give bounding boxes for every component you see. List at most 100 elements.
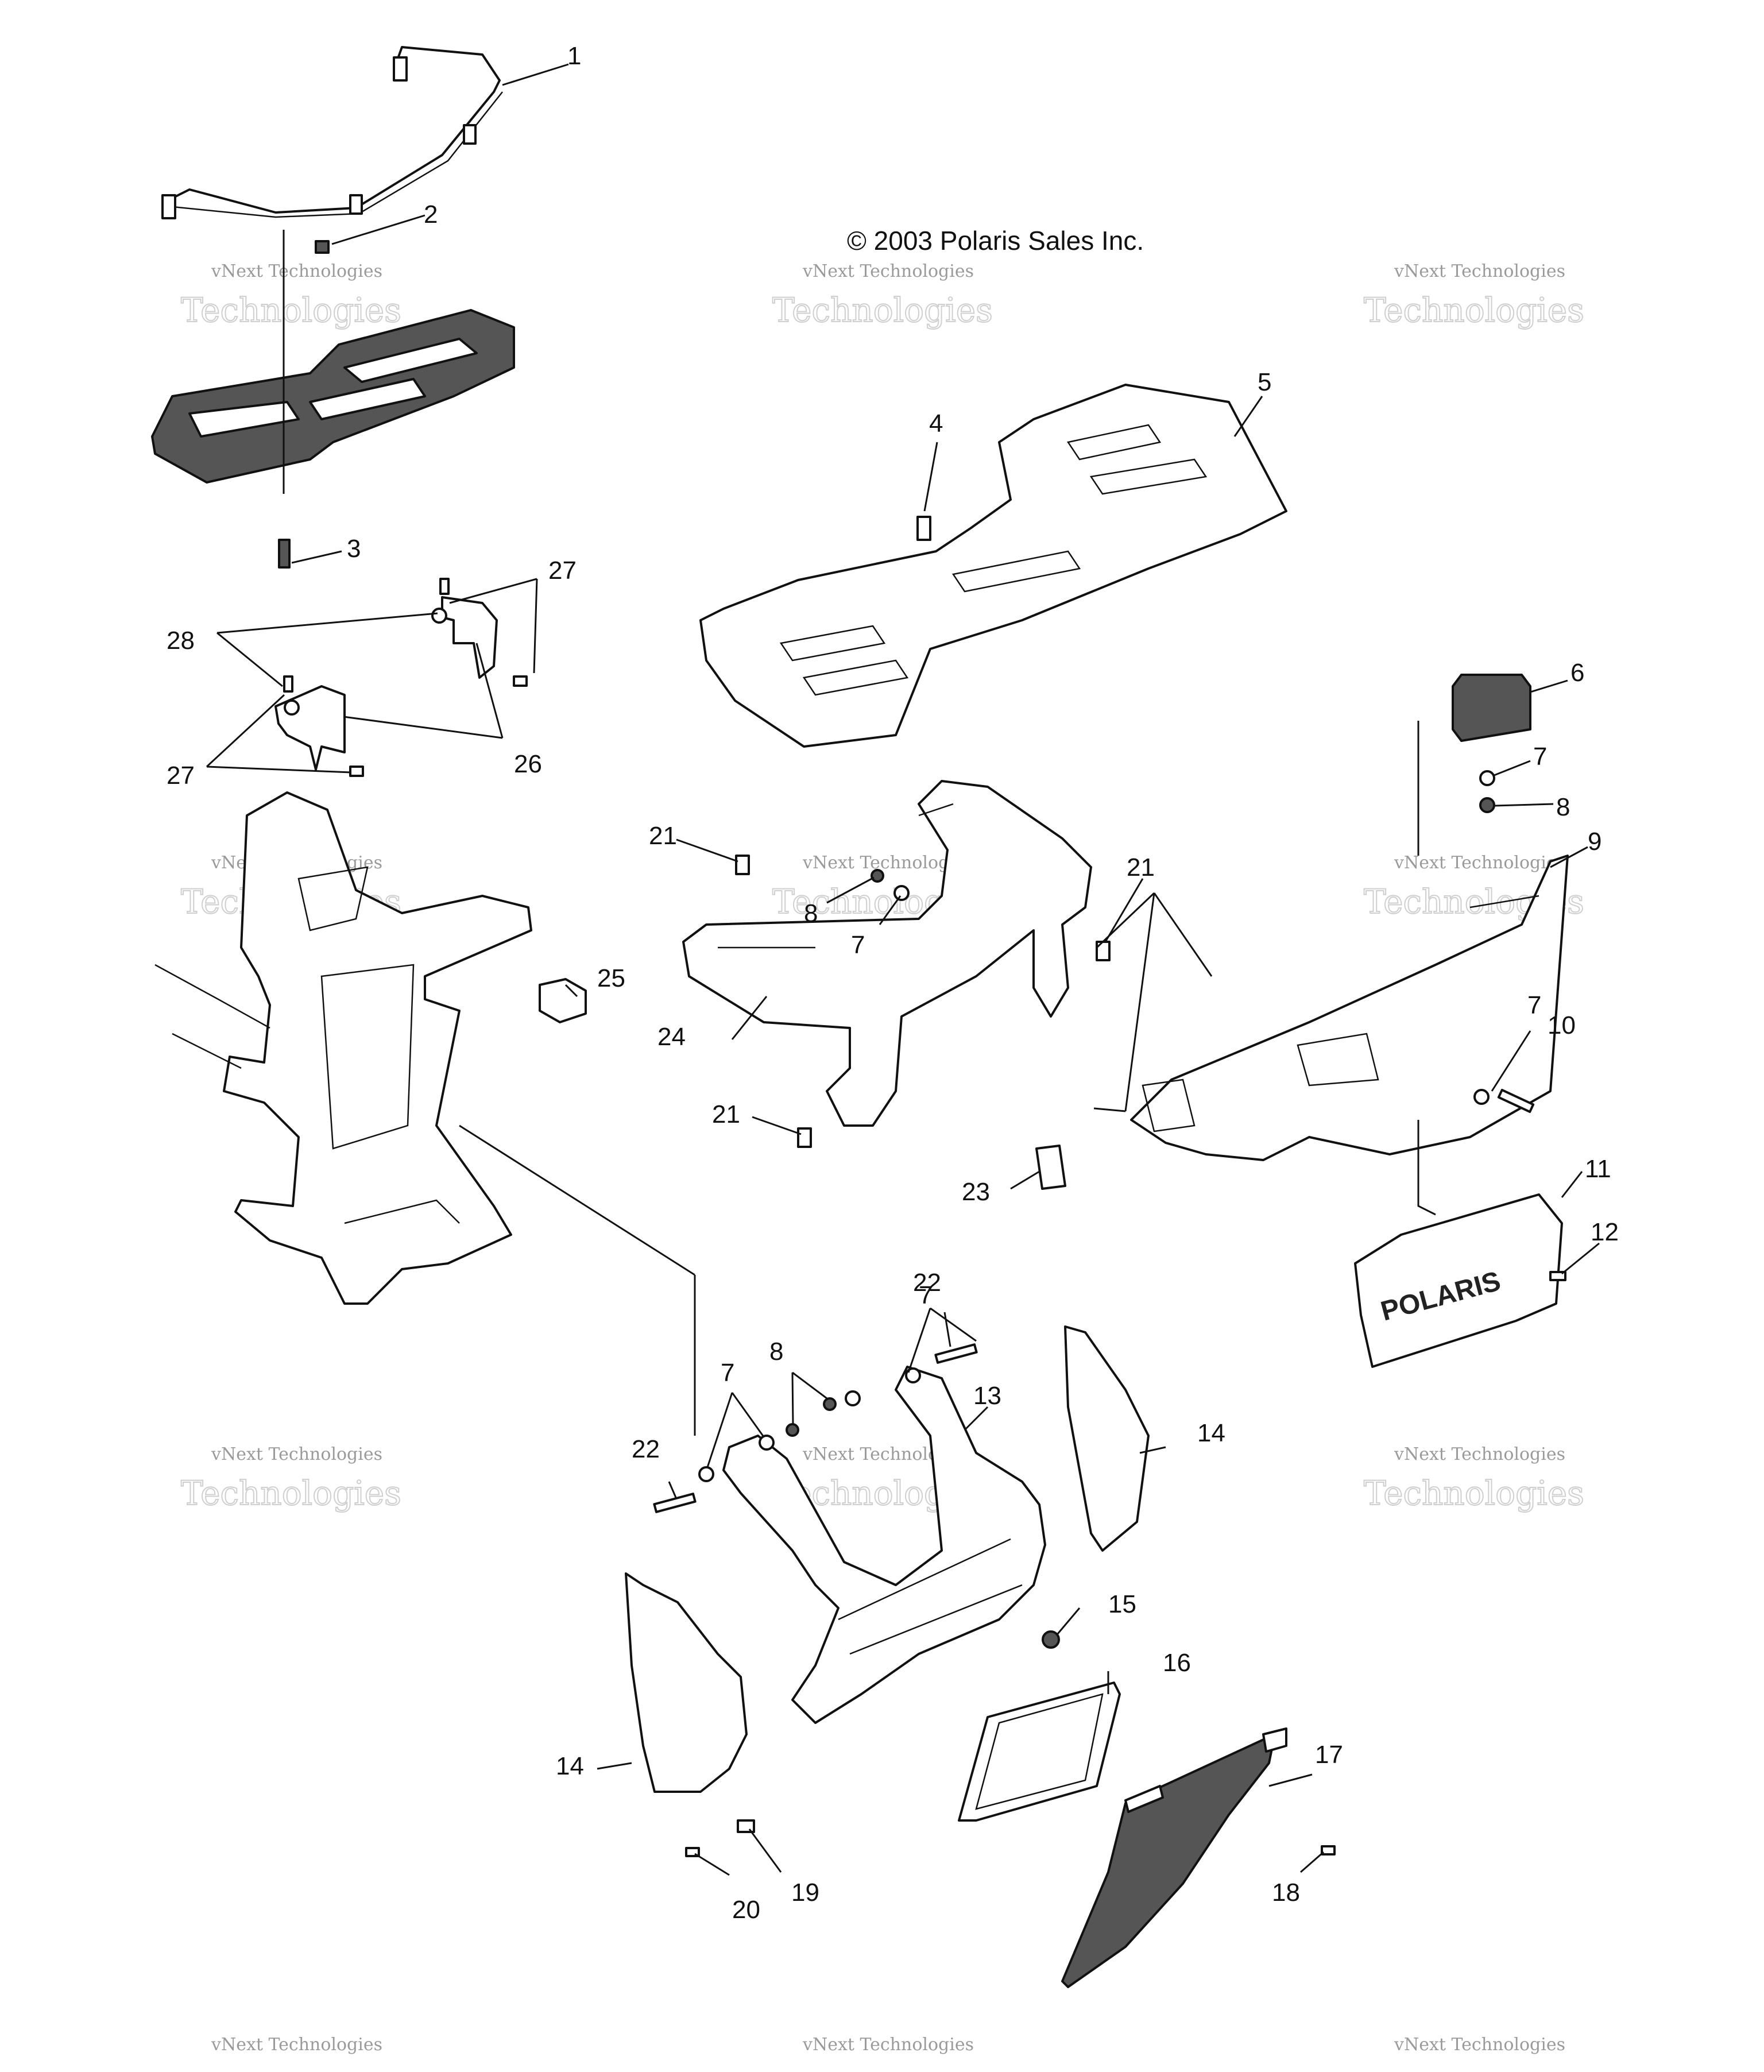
part-bolt	[278, 539, 291, 569]
part-fastener	[916, 516, 931, 541]
svg-text:vNext Technologies: vNext Technologies	[1394, 853, 1565, 873]
watermark: vNext Technologies	[802, 2035, 974, 2055]
svg-text:vNext Technologies: vNext Technologies	[211, 2035, 382, 2055]
svg-text:vNext Technologies: vNext Technologies	[802, 261, 974, 281]
callout-7d: 7	[919, 1281, 933, 1309]
callout-22a: 22	[913, 1269, 941, 1297]
callout-25: 25	[597, 964, 625, 992]
callout-19: 19	[791, 1878, 819, 1907]
callout-1: 1	[567, 42, 581, 70]
leader-line	[533, 578, 538, 674]
callout-21c: 21	[712, 1100, 740, 1128]
part-rack-support	[682, 780, 1092, 1127]
callout-8a: 8	[1556, 793, 1570, 821]
svg-text:Technologies: Technologies	[181, 291, 401, 330]
part-rack-main	[699, 384, 1287, 748]
callout-11: 11	[1585, 1155, 1611, 1183]
leader-line	[216, 632, 283, 687]
callout-20: 20	[732, 1896, 760, 1924]
callout-6: 6	[1570, 659, 1584, 687]
callout-27b: 27	[167, 761, 195, 790]
part-brackets	[274, 578, 528, 777]
part-nut	[871, 869, 884, 883]
callout-27a: 27	[548, 556, 577, 585]
leader-line	[1096, 892, 1155, 949]
svg-text:Technologies: Technologies	[181, 1474, 401, 1513]
leader-line	[206, 766, 352, 774]
callout-12: 12	[1591, 1218, 1619, 1246]
part-rack-tray-left	[151, 309, 515, 484]
part-washer	[905, 1367, 921, 1383]
leader-line	[216, 612, 438, 634]
part-nut	[1479, 797, 1495, 813]
callout-16: 16	[1163, 1649, 1191, 1677]
part-light	[1452, 674, 1531, 742]
callout-labels: 1 2 3 4 5 6 7 8 9 7 10 11 12 13 14 14 15…	[167, 42, 1619, 1924]
part-mesh-guard	[1061, 1727, 1287, 1988]
part-washer	[893, 885, 910, 901]
leader-line	[343, 716, 503, 739]
callout-21b: 21	[1127, 853, 1155, 882]
part-nut	[786, 1423, 799, 1437]
callout-8b: 8	[804, 899, 818, 927]
part-lower-bracket	[722, 1366, 1046, 1724]
callout-7e: 7	[721, 1359, 734, 1387]
leader-line	[475, 643, 504, 739]
svg-text:Technologies: Technologies	[1364, 1474, 1584, 1513]
leader-line	[459, 1124, 695, 1276]
part-washer	[698, 1466, 714, 1482]
callout-28: 28	[167, 627, 195, 655]
callout-15: 15	[1108, 1590, 1136, 1618]
part-bolt	[1497, 1088, 1535, 1114]
callout-9: 9	[1588, 828, 1601, 856]
part-washer	[759, 1435, 775, 1451]
part-bolt	[653, 1493, 697, 1513]
callout-7a: 7	[1533, 743, 1547, 771]
part-nut	[1042, 1630, 1060, 1649]
svg-text:Technologies: Technologies	[772, 291, 993, 330]
callout-23: 23	[962, 1178, 990, 1206]
callout-4: 4	[929, 409, 943, 438]
part-washer	[845, 1390, 861, 1406]
svg-text:vNext Technologies: vNext Technologies	[1394, 2035, 1565, 2055]
svg-text:vNext Technologies: vNext Technologies	[211, 1444, 382, 1464]
watermark: vNext Technologies	[1394, 2035, 1565, 2055]
part-rack-rail	[161, 46, 503, 219]
leader-line	[449, 578, 537, 604]
part-grille-frame	[958, 1681, 1121, 1822]
part-washer	[1479, 770, 1495, 786]
part-clip	[737, 1819, 755, 1833]
callout-17: 17	[1315, 1741, 1343, 1769]
part-fastener	[797, 1127, 812, 1148]
callout-22b: 22	[632, 1435, 660, 1463]
leader-line	[206, 694, 285, 768]
leader-line	[1093, 1107, 1126, 1112]
svg-text:vNext Technologies: vNext Technologies	[802, 2035, 974, 2055]
copyright-notice: © 2003 Polaris Sales Inc.	[847, 226, 1144, 256]
svg-text:Technologies: Technologies	[1364, 291, 1584, 330]
part-logo-plate: POLARIS	[1354, 1193, 1563, 1368]
callout-14b: 14	[556, 1752, 584, 1780]
callout-7b: 7	[1527, 991, 1541, 1019]
callout-leaders	[291, 63, 1600, 1876]
callout-13: 13	[973, 1382, 1001, 1410]
part-screw	[1321, 1845, 1336, 1855]
part-screw	[1549, 1271, 1566, 1281]
callout-3: 3	[347, 535, 361, 563]
callout-21a: 21	[649, 822, 677, 850]
part-front-bumper	[1130, 855, 1569, 1161]
part-side-panel-left	[625, 1572, 748, 1793]
callout-7c: 7	[851, 931, 865, 959]
part-washer	[1473, 1089, 1490, 1105]
watermark: vNext Technologies	[211, 2035, 382, 2055]
part-nut	[823, 1397, 837, 1411]
callout-2: 2	[424, 200, 438, 229]
callout-5: 5	[1258, 368, 1271, 396]
leader-line	[1417, 1120, 1436, 1216]
part-side-panel-right	[1064, 1325, 1150, 1552]
part-reflector	[1035, 1145, 1066, 1190]
